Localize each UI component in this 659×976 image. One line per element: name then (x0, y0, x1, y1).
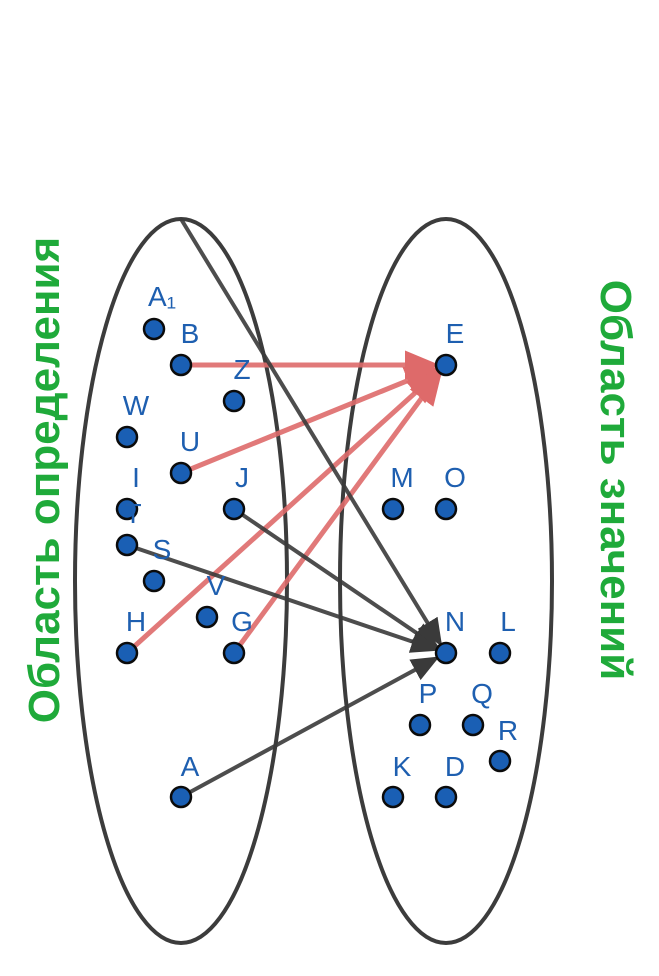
point-label-o: O (444, 462, 466, 493)
point-label-e: E (446, 318, 465, 349)
point-s (142, 569, 166, 593)
point-w (115, 425, 139, 449)
point-label-j: J (235, 462, 249, 493)
range-label: Область значений (591, 279, 640, 681)
point-label-n: N (445, 606, 465, 637)
mapping-arrows (125, 217, 443, 799)
point-o (434, 497, 458, 521)
point-n (434, 641, 458, 665)
point-e (434, 353, 458, 377)
point-p (408, 713, 432, 737)
arrow-u-to-e (180, 367, 441, 476)
point-a (169, 785, 193, 809)
point-label-w: W (123, 390, 150, 421)
point-label-i: I (132, 462, 140, 493)
point-l (488, 641, 512, 665)
point-label-v: V (207, 570, 226, 601)
point-label-m: M (390, 462, 413, 493)
point-label-h: H (126, 606, 146, 637)
arrow-a-to-n (180, 656, 440, 799)
point-q (461, 713, 485, 737)
point-label-a1: A₁ (148, 281, 176, 312)
point-label-u: U (180, 426, 200, 457)
point-z (222, 389, 246, 413)
point-h (115, 641, 139, 665)
point-t (115, 533, 139, 557)
point-label-s: S (153, 534, 172, 565)
arrow-t-to-n (126, 543, 440, 653)
point-label-z: Z (233, 354, 250, 385)
point-label-t: T (124, 498, 141, 529)
arrow-g-to-e (231, 369, 443, 655)
point-d (434, 785, 458, 809)
point-label-q: Q (471, 678, 493, 709)
arrow-h-to-e (125, 369, 442, 655)
arrow-a1_top-to-n (179, 217, 443, 647)
point-m (381, 497, 405, 521)
point-u (169, 461, 193, 485)
point-label-r: R (498, 715, 518, 746)
point-label-g: G (231, 606, 253, 637)
point-label-l: L (500, 606, 516, 637)
point-label-p: P (419, 678, 438, 709)
point-v (195, 605, 219, 629)
point-j (222, 497, 246, 521)
point-a1 (142, 317, 166, 341)
point-i (115, 497, 139, 521)
point-b (169, 353, 193, 377)
point-label-a: A (181, 751, 200, 782)
domain-label: Область определения (20, 236, 69, 724)
point-label-d: D (445, 751, 465, 782)
point-g (222, 641, 246, 665)
point-r (488, 749, 512, 773)
point-k (381, 785, 405, 809)
arrow-j-to-n (232, 507, 440, 649)
point-label-b: B (181, 318, 200, 349)
point-label-k: K (393, 751, 412, 782)
